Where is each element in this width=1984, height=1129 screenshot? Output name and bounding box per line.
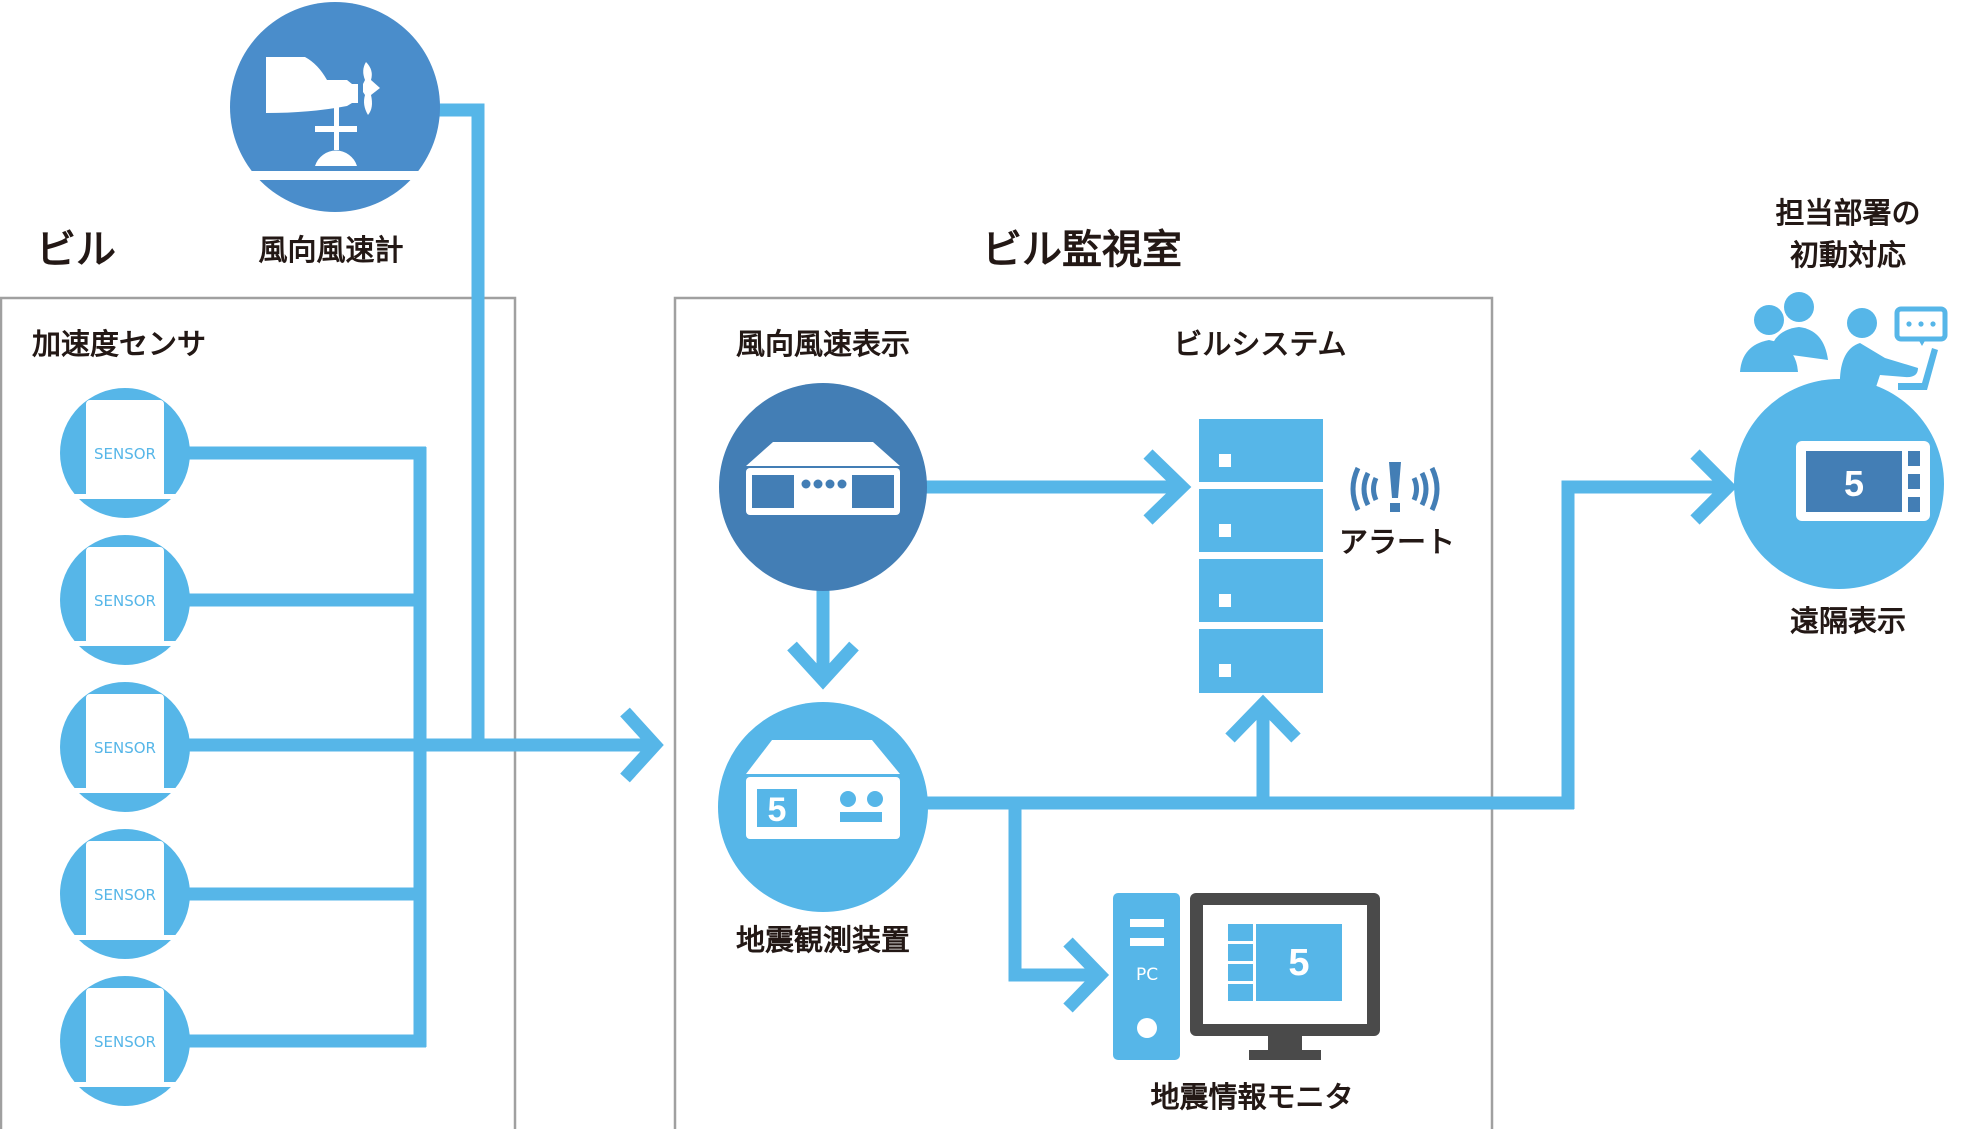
sensor-device-icon [86, 694, 164, 792]
anemometer-node [230, 2, 440, 212]
monitoring-room-frame [673, 296, 1494, 1129]
remote-title-line2: 初動対応 [1789, 238, 1907, 272]
wind-display-label: 風向風速表示 [735, 327, 911, 361]
remote-title-line1: 担当部署の [1775, 196, 1921, 230]
remote-node: 5 [1734, 292, 1948, 589]
staff-group-icon [1740, 292, 1948, 390]
sensor-device-icon [86, 988, 164, 1086]
to-remote-line [1561, 480, 1725, 809]
sensor-label: SENSOR [94, 886, 156, 904]
building-frame [0, 296, 517, 1129]
remote-intensity-value: 5 [1844, 463, 1864, 504]
monitor-icon: 5 [1190, 893, 1380, 1060]
monitor-intensity-value: 5 [1288, 942, 1309, 984]
display-device-icon [746, 442, 900, 515]
server-rack-icon [1199, 419, 1323, 693]
sensor-group-label: 加速度センサ [32, 327, 207, 361]
arrowhead-to-remote [1690, 449, 1738, 525]
alert-label: アラート [1338, 525, 1456, 559]
connectors [170, 103, 1725, 1048]
arrowheads [620, 449, 1738, 1013]
seismic-device-icon: 5 [746, 740, 900, 839]
seismic-intensity-value: 5 [768, 791, 787, 829]
anemometer-label: 風向風速計 [258, 233, 404, 267]
sensor-node: SENSOR [60, 976, 190, 1106]
alert-signal-icon [1350, 462, 1440, 512]
sensor-label: SENSOR [94, 739, 156, 757]
seismic-device-node: 5 [718, 702, 928, 912]
wind-vane-icon [235, 57, 435, 180]
sensor-device-icon [86, 841, 164, 939]
seismic-monitor-label: 地震情報モニタ [1150, 1080, 1354, 1114]
arrowhead-to-system [1143, 449, 1192, 525]
arrowhead-to-monitor [1063, 937, 1110, 1013]
to-monitor-line [1008, 803, 1098, 982]
sensor-label: SENSOR [94, 445, 156, 463]
sensor-device-icon [86, 547, 164, 645]
sensor-node: SENSOR [60, 535, 190, 665]
sensor-device-icon [86, 400, 164, 498]
arrowhead-to-seismic [787, 641, 859, 690]
wind-display-node [719, 383, 927, 591]
remote-display-label: 遠隔表示 [1789, 604, 1907, 638]
anemometer-line [430, 103, 485, 745]
building-system-label: ビルシステム [1173, 327, 1347, 361]
sensors: SENSOR SENSOR SENSOR SENSOR SENSOR [60, 388, 190, 1106]
pc-tower-icon: PC [1113, 893, 1180, 1060]
sensor-label: SENSOR [94, 1033, 156, 1051]
sensor-node: SENSOR [60, 388, 190, 518]
sensor-label: SENSOR [94, 592, 156, 610]
seismic-device-label: 地震観測装置 [735, 923, 911, 957]
pc-label: PC [1136, 965, 1158, 985]
building-title: ビル [36, 227, 116, 273]
monitoring-room-title: ビル監視室 [982, 227, 1182, 273]
arrowhead-to-system-up [1225, 694, 1301, 743]
sensor-node: SENSOR [60, 829, 190, 959]
remote-display-icon: 5 [1796, 441, 1930, 521]
arrowhead-to-monitoring-room [620, 707, 664, 783]
sensor-node: SENSOR [60, 682, 190, 812]
